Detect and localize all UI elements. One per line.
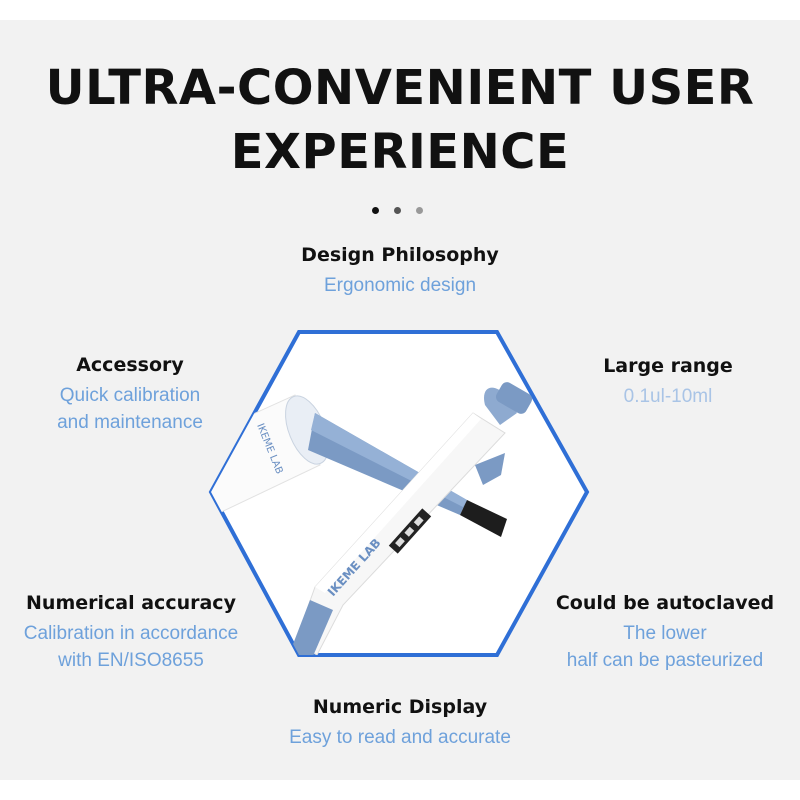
- pipette-lower: IKEME LAB: [285, 382, 533, 655]
- pagination-dot-3[interactable]: [416, 207, 423, 214]
- pagination-dots[interactable]: [370, 207, 430, 217]
- feature-title: Accessory: [76, 354, 184, 376]
- feature-title: Numerical accuracy: [26, 592, 236, 614]
- feature-description-line-2: and maintenance: [57, 412, 203, 433]
- feature-accessory: Accessory Quick calibration and maintena…: [20, 352, 240, 436]
- feature-title: Large range: [603, 355, 733, 377]
- feature-numerical-accuracy: Numerical accuracy Calibration in accord…: [0, 590, 262, 674]
- feature-title: Numeric Display: [312, 696, 488, 718]
- pagination-dot-1[interactable]: [372, 207, 379, 214]
- feature-description: 0.1ul-10ml: [623, 386, 713, 407]
- feature-design-philosophy: Design Philosophy Ergonomic design: [250, 242, 550, 299]
- feature-numeric-display: Numeric Display Easy to read and accurat…: [250, 694, 550, 751]
- pagination-dot-2[interactable]: [394, 207, 401, 214]
- feature-description: Ergonomic design: [323, 275, 477, 296]
- feature-large-range: Large range 0.1ul-10ml: [568, 353, 768, 410]
- hexagon-frame: [208, 330, 590, 657]
- product-hexagon: IKEME LAB IKEME LAB: [208, 330, 590, 657]
- feature-description-line-2: with EN/ISO8655: [58, 650, 204, 671]
- feature-description-line-1: The lower: [623, 623, 707, 644]
- feature-description-line-1: Calibration in accordance: [23, 623, 239, 644]
- feature-description: Easy to read and accurate: [289, 727, 511, 748]
- feature-title: Could be autoclaved: [555, 592, 775, 614]
- feature-description-line-2: half can be pasteurized: [566, 650, 764, 671]
- headline-line-2: EXPERIENCE: [230, 124, 570, 180]
- feature-description-line-1: Quick calibration: [59, 385, 201, 406]
- feature-title: Design Philosophy: [301, 244, 499, 266]
- headline-line-1: ULTRA-CONVENIENT USER: [45, 60, 755, 116]
- feature-autoclave: Could be autoclaved The lower half can b…: [535, 590, 795, 674]
- pipette-illustration: IKEME LAB IKEME LAB: [211, 382, 533, 655]
